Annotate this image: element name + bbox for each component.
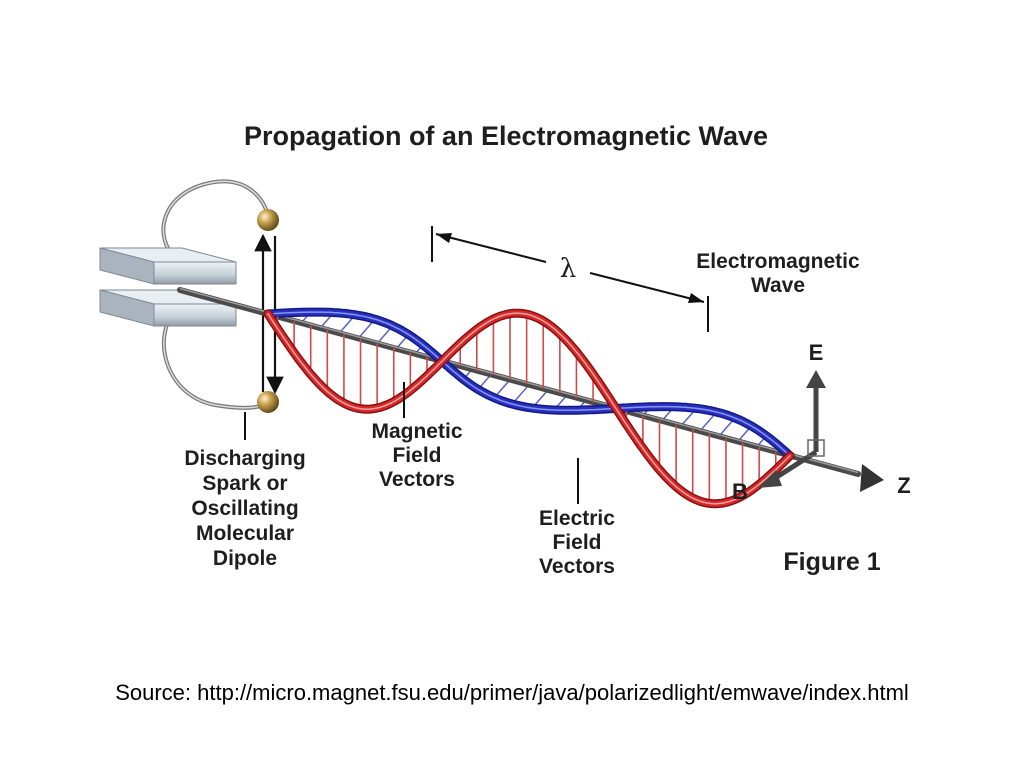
top-sphere bbox=[257, 209, 279, 231]
em-wave-label-line1: Electromagnetic bbox=[696, 250, 860, 273]
figure-label: Figure 1 bbox=[783, 548, 880, 576]
magnetic-wave-highlight bbox=[267, 311, 791, 457]
coordinate-axes bbox=[758, 370, 884, 492]
magnetic-label: Magnetic Field Vectors bbox=[371, 420, 462, 491]
electric-label-line: Field bbox=[552, 531, 601, 554]
capacitor-plates bbox=[99, 247, 237, 327]
em-wave-label-line2: Wave bbox=[751, 274, 805, 297]
wavelength-marker bbox=[431, 226, 709, 332]
e-axis-label: E bbox=[809, 340, 824, 365]
dipole-label-line: Dipole bbox=[213, 547, 277, 570]
electric-wave-highlight bbox=[267, 312, 791, 505]
bottom-sphere bbox=[257, 391, 279, 413]
z-axis-label: Z bbox=[897, 473, 910, 498]
em-wave-diagram: Propagation of an Electromagnetic Wave bbox=[99, 121, 911, 578]
electric-label: Electric Field Vectors bbox=[539, 507, 615, 578]
dipole-label-line: Discharging bbox=[184, 447, 305, 470]
propagation-axis bbox=[177, 287, 861, 477]
source-citation: Source: http://micro.magnet.fsu.edu/prim… bbox=[115, 680, 909, 705]
lambda-label: λ bbox=[560, 254, 576, 284]
propagation-axis-highlight bbox=[179, 287, 859, 474]
electric-label-line: Electric bbox=[539, 507, 615, 530]
z-arrow-icon bbox=[860, 464, 884, 492]
b-axis-label: B bbox=[732, 479, 748, 504]
dipole-label-line: Spark or bbox=[202, 472, 287, 495]
dipole-label: Discharging Spark or Oscillating Molecul… bbox=[184, 447, 305, 570]
diagram-title: Propagation of an Electromagnetic Wave bbox=[244, 121, 768, 151]
dipole-wire bbox=[161, 179, 270, 410]
magnetic-label-line: Field bbox=[392, 444, 441, 467]
b-arrow-icon bbox=[758, 470, 782, 488]
dipole-label-line: Molecular bbox=[196, 522, 294, 545]
magnetic-label-line: Vectors bbox=[379, 468, 455, 491]
electric-label-line: Vectors bbox=[539, 555, 615, 578]
dipole-label-line: Oscillating bbox=[191, 497, 298, 520]
e-arrow-icon bbox=[806, 370, 826, 388]
wave-group bbox=[177, 287, 861, 509]
magnetic-label-line: Magnetic bbox=[371, 420, 462, 443]
